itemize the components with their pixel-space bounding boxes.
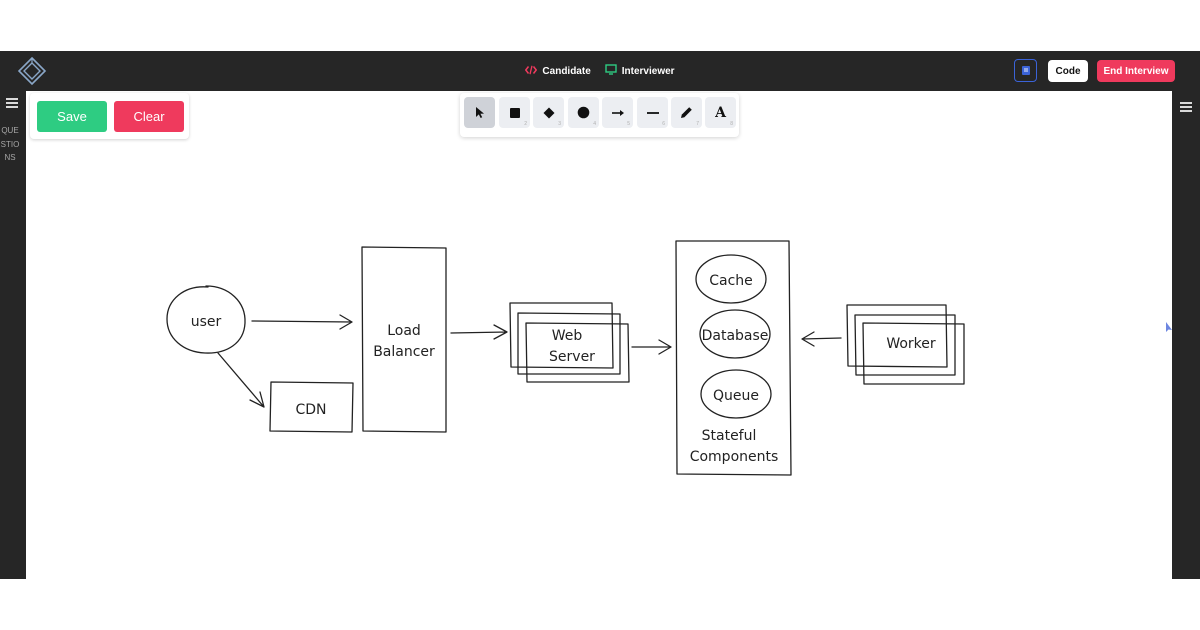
shortcut-key: 8: [730, 121, 733, 127]
role-candidate-label: Candidate: [542, 65, 591, 77]
queue-label: Queue: [713, 388, 759, 404]
notes-button[interactable]: [1014, 59, 1037, 82]
queue-node: [700, 369, 772, 419]
questions-label[interactable]: QUESTIONS: [0, 126, 20, 163]
diamond-icon: [543, 107, 554, 118]
code-icon: [525, 65, 538, 78]
circle-icon: [577, 106, 590, 119]
load-balancer-node[interactable]: Load Balancer: [361, 246, 447, 433]
tool-draw[interactable]: 7: [671, 97, 702, 128]
menu-icon[interactable]: [6, 98, 18, 108]
tool-diamond[interactable]: 3: [533, 97, 564, 128]
web-server-node[interactable]: Web Server: [509, 302, 630, 383]
role-interviewer[interactable]: Interviewer: [605, 64, 675, 78]
tool-select[interactable]: [464, 97, 495, 128]
code-button[interactable]: Code: [1048, 60, 1088, 82]
worker-node[interactable]: Worker: [846, 304, 965, 385]
tool-arrow[interactable]: 5: [602, 97, 633, 128]
drawing-toolbar: 2 3 4 5 6 7 A 8: [460, 93, 739, 137]
cursor-icon: [1166, 322, 1172, 332]
user-node[interactable]: user: [166, 285, 246, 354]
shortcut-key: 2: [524, 121, 527, 127]
role-interviewer-label: Interviewer: [621, 65, 675, 77]
right-panel-rail[interactable]: [1172, 91, 1200, 579]
shortcut-key: 5: [627, 121, 630, 127]
user-label: user: [191, 314, 222, 330]
interview-app: Candidate Interviewer Code End Interview: [0, 51, 1200, 579]
cache-label: Cache: [709, 273, 753, 289]
monitor-icon: [605, 64, 617, 78]
worker-label: Worker: [886, 336, 936, 352]
shortcut-key: 4: [593, 121, 596, 127]
role-candidate[interactable]: Candidate: [525, 65, 591, 78]
load-balancer-label-line2: Balancer: [373, 344, 435, 360]
connector-arrow: [450, 324, 508, 340]
cdn-label: CDN: [295, 402, 326, 418]
pointer-icon: [475, 107, 484, 118]
stateful-components-node[interactable]: Cache Database Queue Stateful Components: [675, 240, 792, 476]
connector-arrow: [631, 339, 672, 355]
stateful-label-line1: Stateful: [702, 428, 757, 444]
cdn-node[interactable]: CDN: [269, 381, 354, 433]
end-interview-button[interactable]: End Interview: [1097, 60, 1175, 82]
pencil-icon: [681, 107, 692, 118]
tool-line[interactable]: 6: [637, 97, 668, 128]
web-server-label-line1: Web: [552, 328, 583, 344]
whiteboard-canvas[interactable]: [26, 91, 1172, 579]
tool-rectangle[interactable]: 2: [499, 97, 530, 128]
line-icon: [646, 111, 659, 114]
database-node: [699, 309, 771, 359]
database-label: Database: [702, 328, 769, 344]
web-server-label-line2: Server: [549, 349, 595, 365]
square-icon: [509, 107, 520, 118]
stateful-label-line2: Components: [690, 449, 779, 465]
shortcut-key: 3: [558, 121, 561, 127]
cache-node: [695, 254, 767, 304]
tool-ellipse[interactable]: 4: [568, 97, 599, 128]
load-balancer-label-line1: Load: [387, 323, 421, 339]
connector-arrow: [251, 314, 353, 330]
clear-button[interactable]: Clear: [114, 101, 184, 132]
logo-icon: [17, 56, 47, 86]
text-icon: A: [715, 104, 726, 121]
connector-arrow: [801, 331, 842, 347]
notes-icon: [1021, 66, 1030, 75]
shortcut-key: 7: [696, 121, 699, 127]
top-bar: Candidate Interviewer Code End Interview: [0, 51, 1200, 91]
connector-arrow: [217, 352, 265, 408]
questions-rail[interactable]: QUESTIONS: [0, 91, 26, 579]
role-switch: Candidate Interviewer: [0, 51, 1200, 91]
canvas-actions: Save Clear: [30, 93, 189, 139]
arrow-icon: [611, 109, 624, 116]
save-button[interactable]: Save: [37, 101, 107, 132]
shortcut-key: 6: [662, 121, 665, 127]
architecture-diagram: user CDN Load Balancer: [166, 240, 965, 476]
menu-icon[interactable]: [1180, 102, 1192, 112]
tool-text[interactable]: A 8: [705, 97, 736, 128]
